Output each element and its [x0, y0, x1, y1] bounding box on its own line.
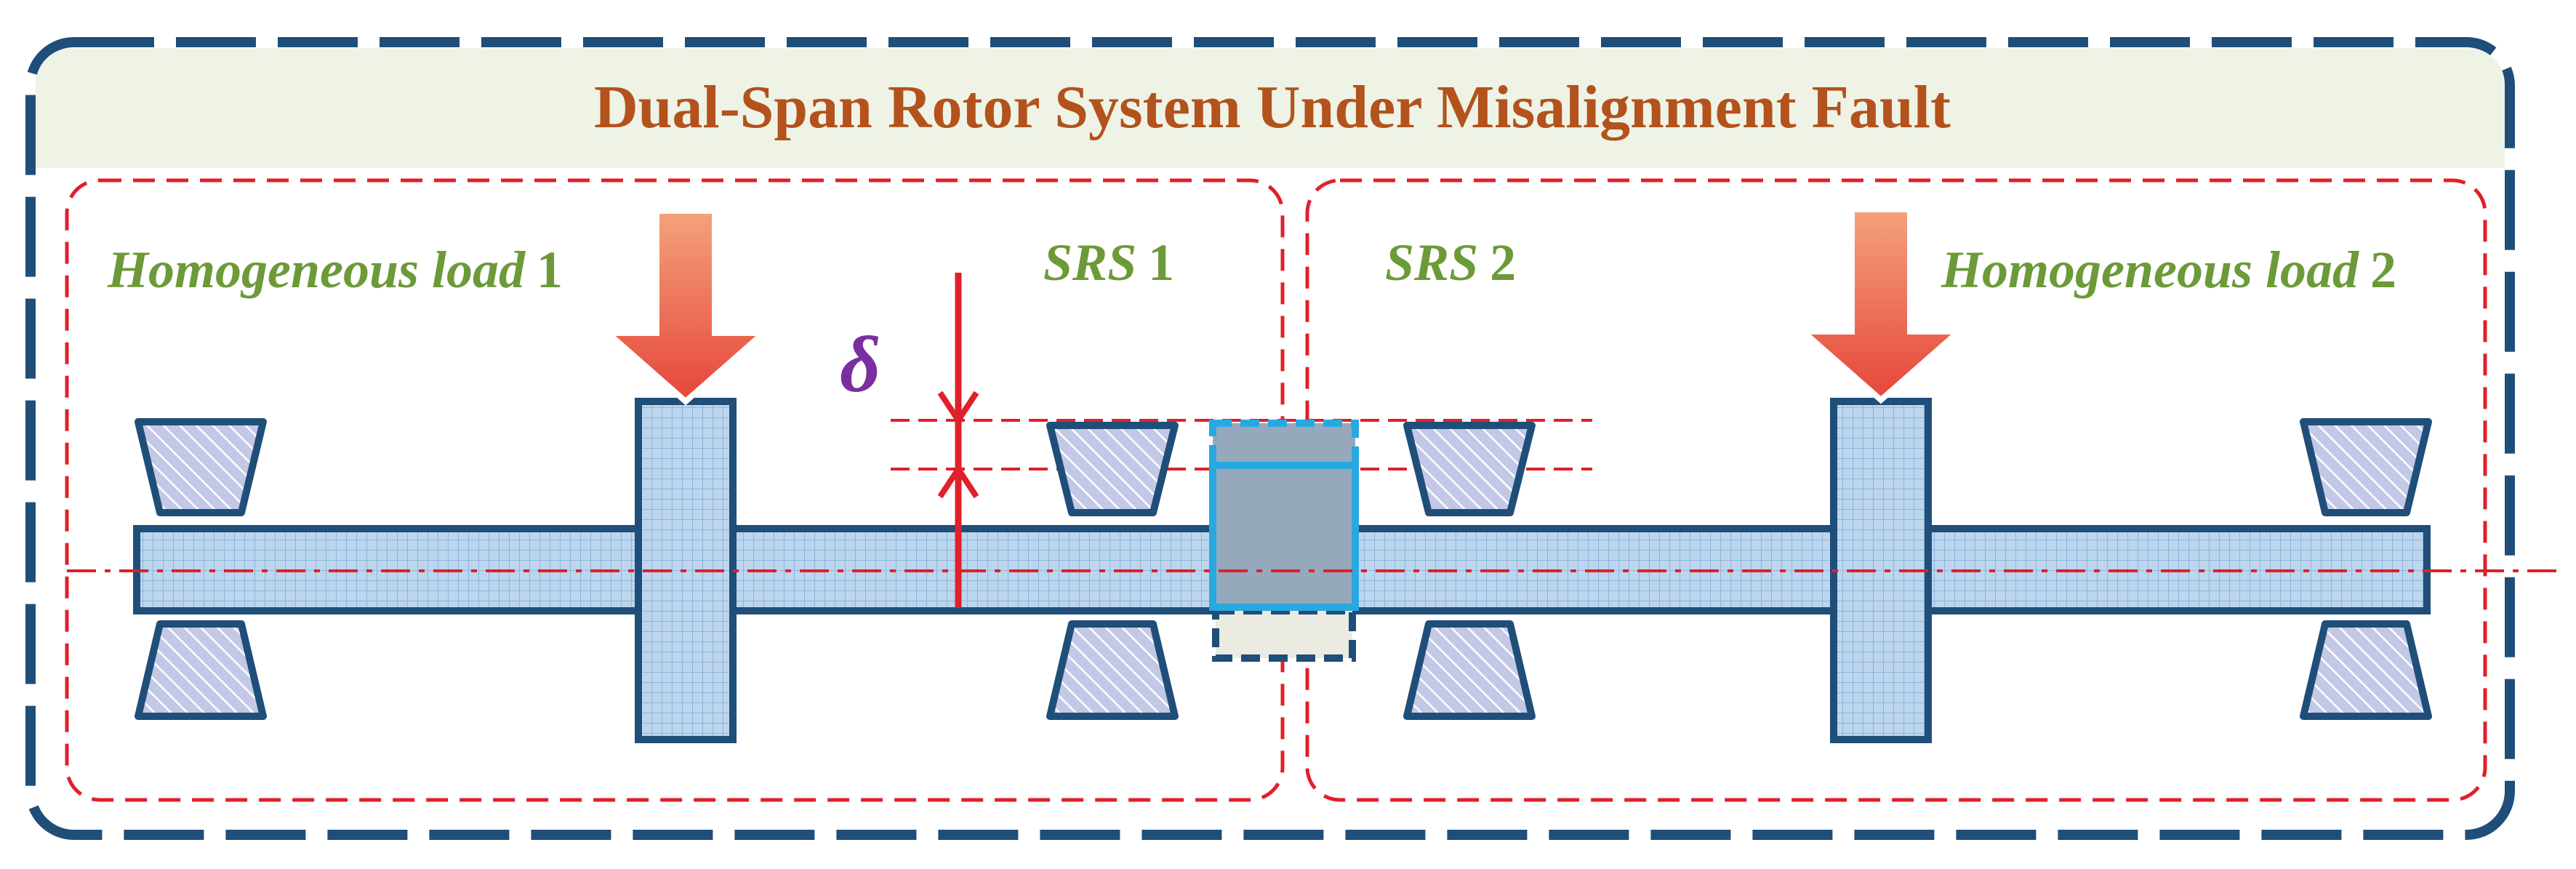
bearing-upper-1 — [135, 418, 267, 516]
bearing-upper-2 — [1046, 422, 1179, 516]
coupling-body — [1209, 462, 1359, 611]
delta-symbol: δ — [840, 320, 880, 409]
bearing-lower-3 — [1403, 620, 1536, 720]
bearing-lower-1 — [135, 620, 267, 720]
coupling — [1209, 420, 1359, 662]
span-box-right — [1305, 178, 2487, 802]
diagram-title: Dual-Span Rotor System Under Misalignmen… — [594, 73, 1951, 141]
outer-frame — [25, 37, 2515, 840]
delta-dimension — [937, 273, 979, 608]
coupling-lower-gap — [1212, 607, 1356, 662]
bearing-upper-3 — [1403, 422, 1536, 516]
bearing-lower-4 — [2300, 620, 2432, 720]
bearing-lower-2 — [1046, 620, 1179, 720]
bearing-upper-4 — [2300, 418, 2432, 516]
load-arrow-1 — [600, 208, 771, 406]
load-arrow-2 — [1795, 207, 1967, 404]
